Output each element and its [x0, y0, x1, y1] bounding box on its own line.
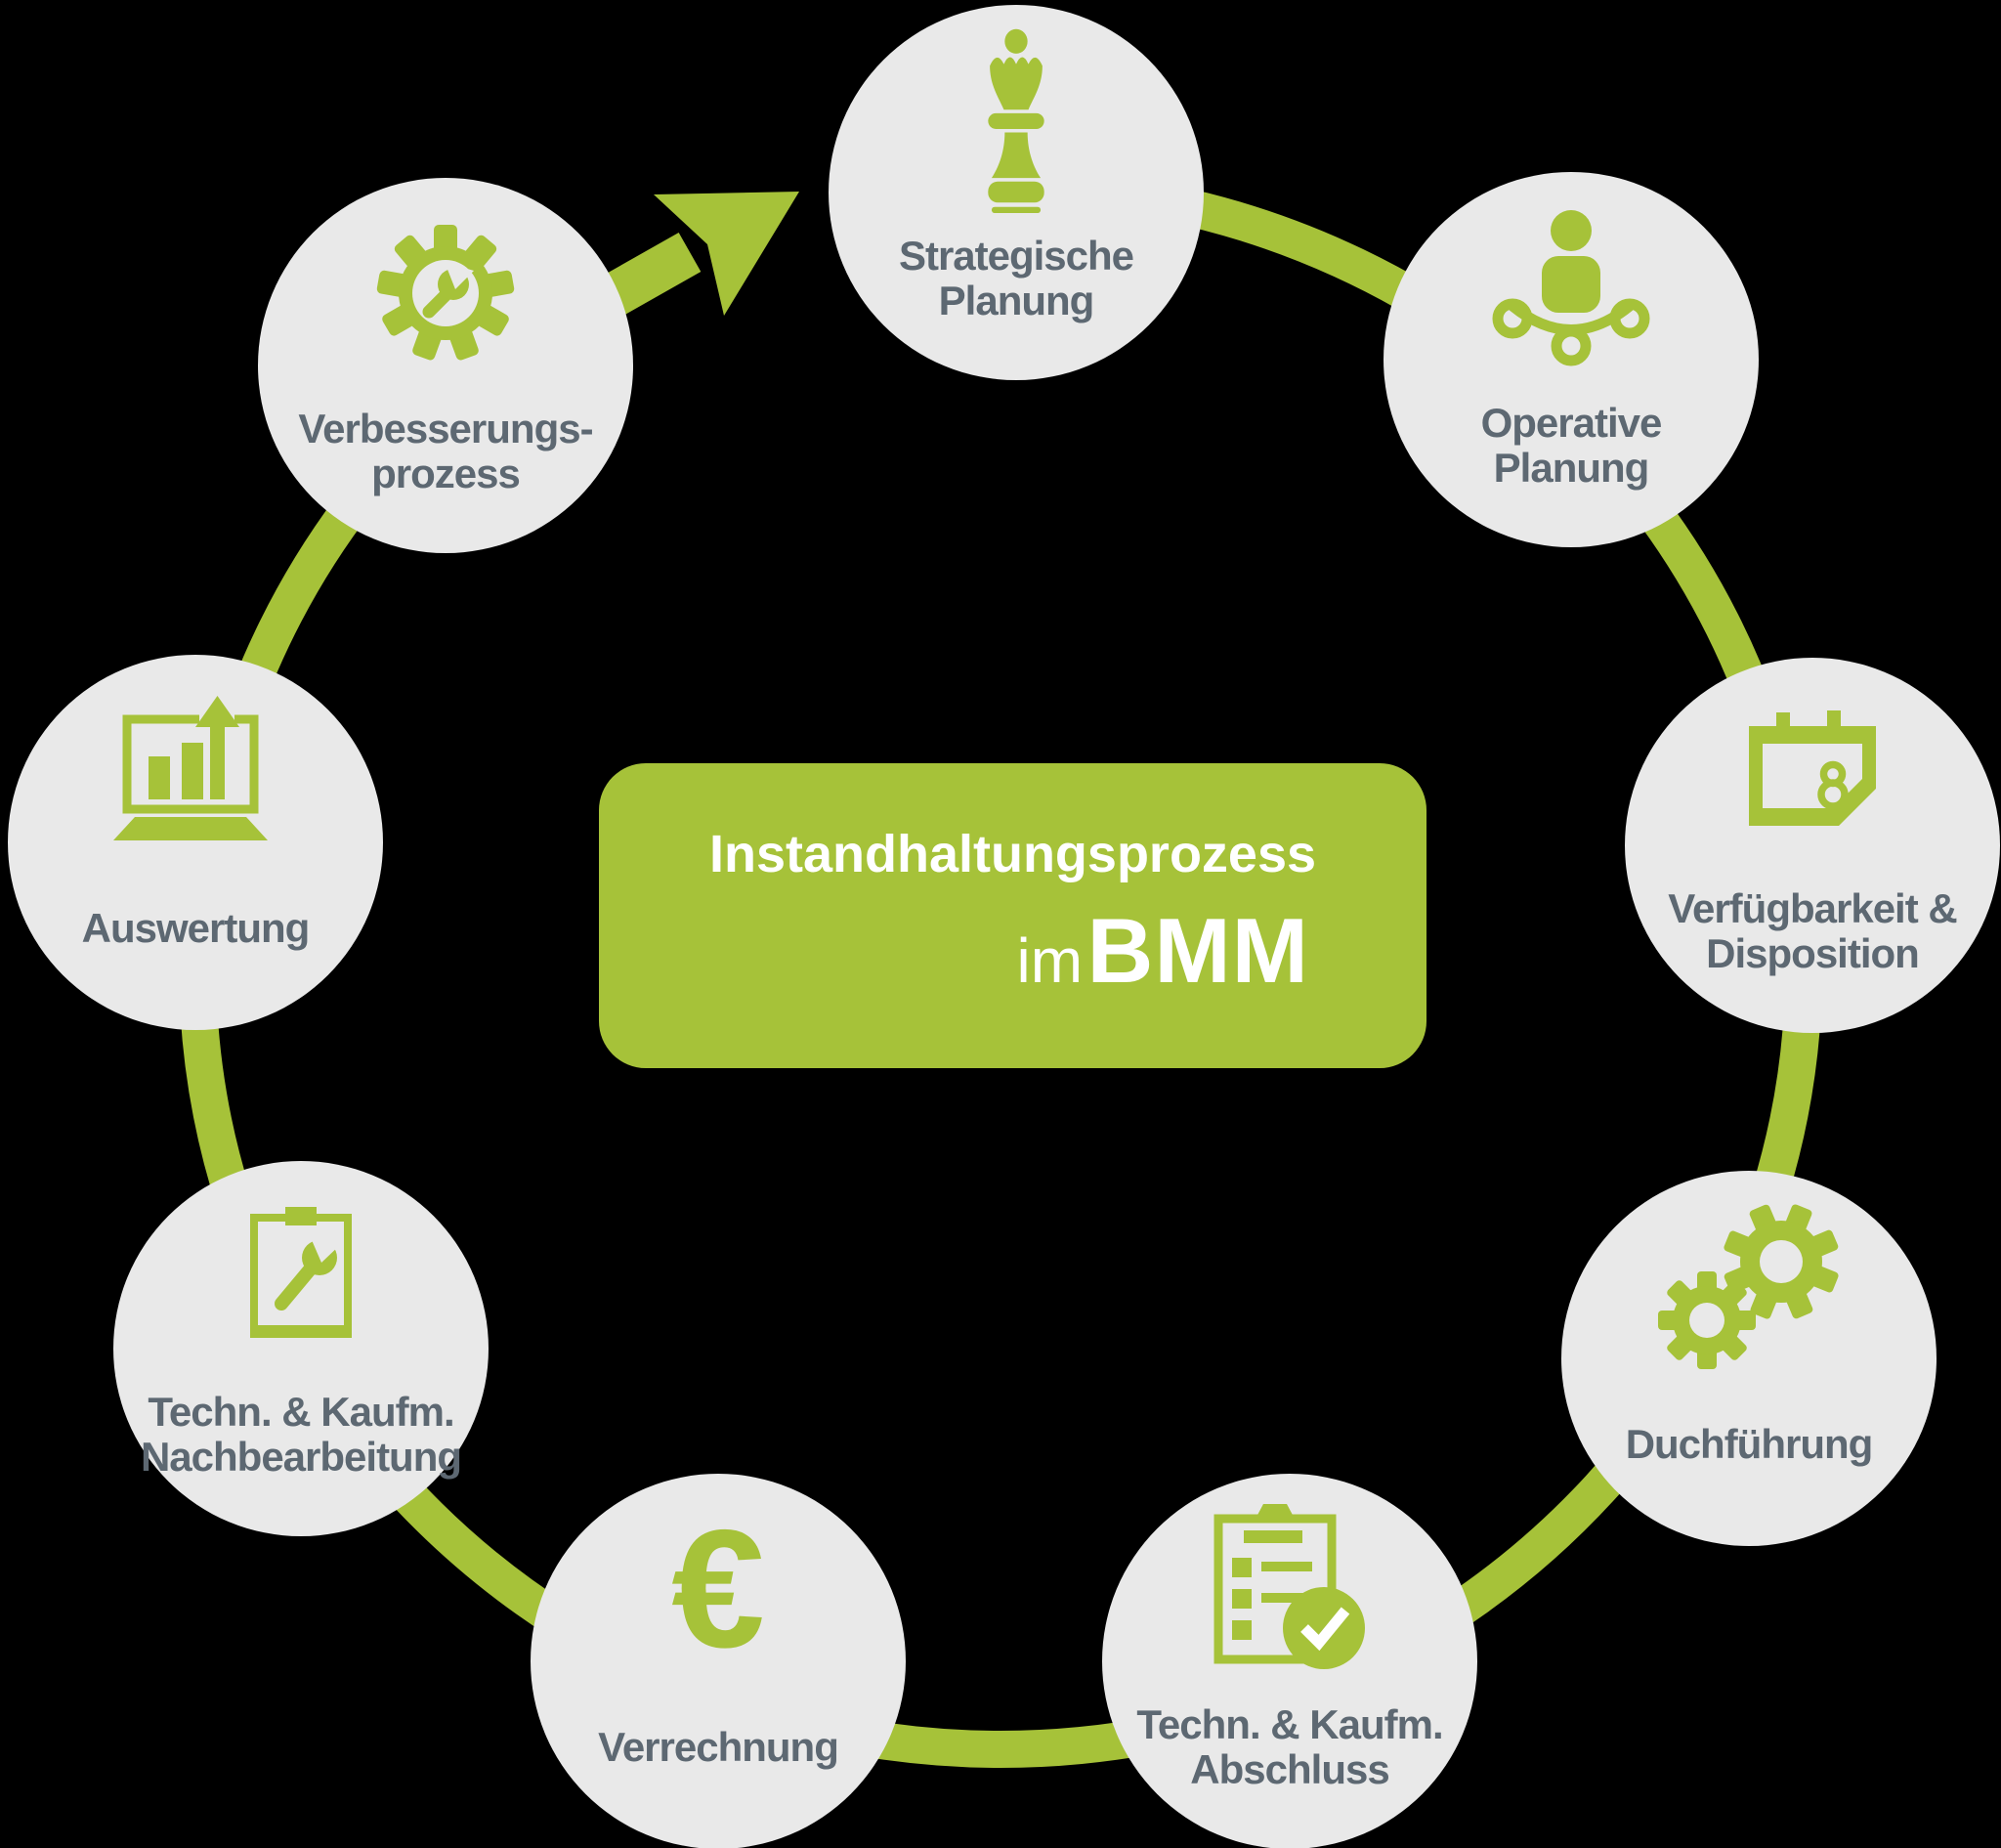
- node-techn-kaufm-nachbearbeitung: Techn. & Kaufm. Nachbearbeitung: [113, 1161, 489, 1536]
- node-label: Techn. & Kaufm. Abschluss: [1136, 1701, 1443, 1792]
- center-subtitle-bmm: BMM: [1086, 899, 1309, 1002]
- node-verrechnung: € Verrechnung: [531, 1474, 906, 1848]
- node-verbesserungsprozess: Verbesserungs- prozess: [258, 178, 633, 553]
- node-label: Strategische Planung: [898, 233, 1134, 323]
- node-strategische-planung: Strategische Planung: [829, 5, 1204, 380]
- clipboard-wrench-icon: [113, 1194, 489, 1358]
- laptop-chart-icon: [8, 688, 383, 852]
- gear-wrench-icon: [258, 211, 633, 375]
- node-label: Verfügbarkeit & Disposition: [1668, 885, 1957, 976]
- node-auswertung: Auswertung: [8, 655, 383, 1030]
- node-techn-kaufm-abschluss: Techn. & Kaufm. Abschluss: [1102, 1474, 1477, 1848]
- node-label: Verbesserungs- prozess: [298, 406, 593, 496]
- person-network-icon: [1384, 205, 1759, 369]
- center-title-box: Instandhaltungsprozess im BMM: [599, 763, 1426, 1068]
- node-duchfuehrung: Duchführung: [1561, 1171, 1937, 1546]
- node-label: Duchführung: [1625, 1421, 1874, 1467]
- node-label: Techn. & Kaufm. Nachbearbeitung: [140, 1389, 462, 1480]
- calendar-icon: [1625, 691, 2000, 855]
- node-label: Operative Planung: [1480, 400, 1663, 491]
- node-verfuegbarkeit-disposition: Verfügbarkeit & Disposition: [1625, 658, 2000, 1033]
- gears-icon: [1561, 1203, 1937, 1369]
- chess-queen-icon: [829, 28, 1204, 213]
- checklist-check-icon: [1102, 1504, 1477, 1671]
- center-title: Instandhaltungsprozess: [708, 825, 1317, 883]
- center-subtitle-im: im: [1016, 925, 1084, 996]
- euro-icon: €: [671, 1495, 765, 1683]
- center-subtitle: im BMM: [599, 898, 1426, 1004]
- node-label: Auswertung: [81, 905, 311, 951]
- node-label: Verrechnung: [598, 1724, 839, 1770]
- node-operative-planung: Operative Planung: [1384, 172, 1759, 547]
